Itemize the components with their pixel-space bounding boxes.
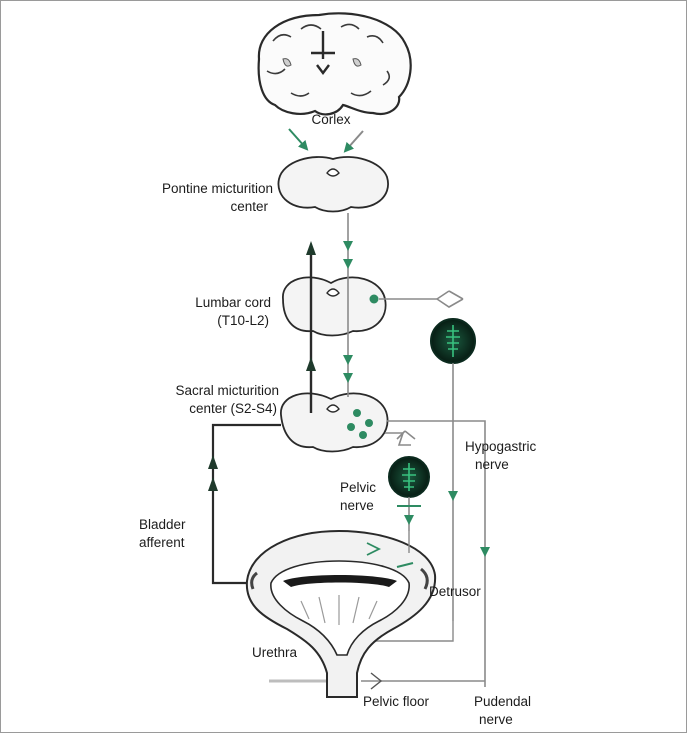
label-pudendal-nerve: nerve (479, 712, 513, 727)
hypogastric-ganglion-icon (430, 318, 476, 364)
cortex-descending-arrow-left (288, 128, 309, 151)
descending-arrowhead-3 (343, 355, 353, 365)
bladder-afferent-arrowhead-upper (208, 455, 218, 469)
ascending-arrowhead-upper (306, 241, 316, 255)
pelvic-ganglion-icon (388, 456, 430, 498)
label-pelvic-floor: Pelvic floor (363, 694, 430, 709)
descending-arrowhead-4 (343, 373, 353, 383)
label-detrusor: Detrusor (429, 584, 481, 599)
sacral-cord-illustration (280, 392, 389, 453)
label-pelvic: Pelvic (340, 480, 377, 495)
label-urethra: Urethra (252, 645, 298, 660)
cortex-descending-arrow-right (343, 130, 364, 153)
ascending-arrowhead-lower (306, 357, 316, 371)
pons-illustration (277, 156, 389, 213)
descending-arrowhead-1 (343, 241, 353, 251)
bladder-illustration (245, 529, 437, 698)
hypogastric-arrowhead (448, 491, 458, 501)
label-bladder: Bladder (139, 517, 186, 532)
label-lumbar-cord: Lumbar cord (195, 295, 271, 310)
label-pudendal: Pudendal (474, 694, 532, 709)
pudendal-nerve-line (387, 420, 486, 687)
bladder-afferent-arrowhead-lower (208, 477, 218, 491)
label-sacral-micturition: Sacral micturition (175, 383, 279, 398)
label-cortex: Corlex (311, 112, 351, 127)
lumbar-cord-illustration (282, 276, 387, 337)
bladder-afferent-line (211, 423, 281, 585)
label-sacral-center: center (S2-S4) (189, 401, 277, 416)
label-pelvic-nerve: nerve (340, 498, 374, 513)
label-lumbar-segments: (T10-L2) (217, 313, 269, 328)
pudendal-arrowhead (480, 547, 490, 557)
label-afferent: afferent (139, 535, 185, 550)
label-hypogastric-nerve: nerve (475, 457, 509, 472)
label-hypogastric: Hypogastric (465, 439, 537, 454)
label-pontine-center: center (230, 199, 268, 214)
label-pontine-micturition: Pontine micturition (161, 181, 273, 196)
lumbar-preganglionic-line (379, 298, 464, 308)
brain-cortex-illustration (257, 12, 412, 116)
pelvic-nerve-arrowhead (404, 515, 414, 525)
descending-arrowhead-2 (343, 259, 353, 269)
